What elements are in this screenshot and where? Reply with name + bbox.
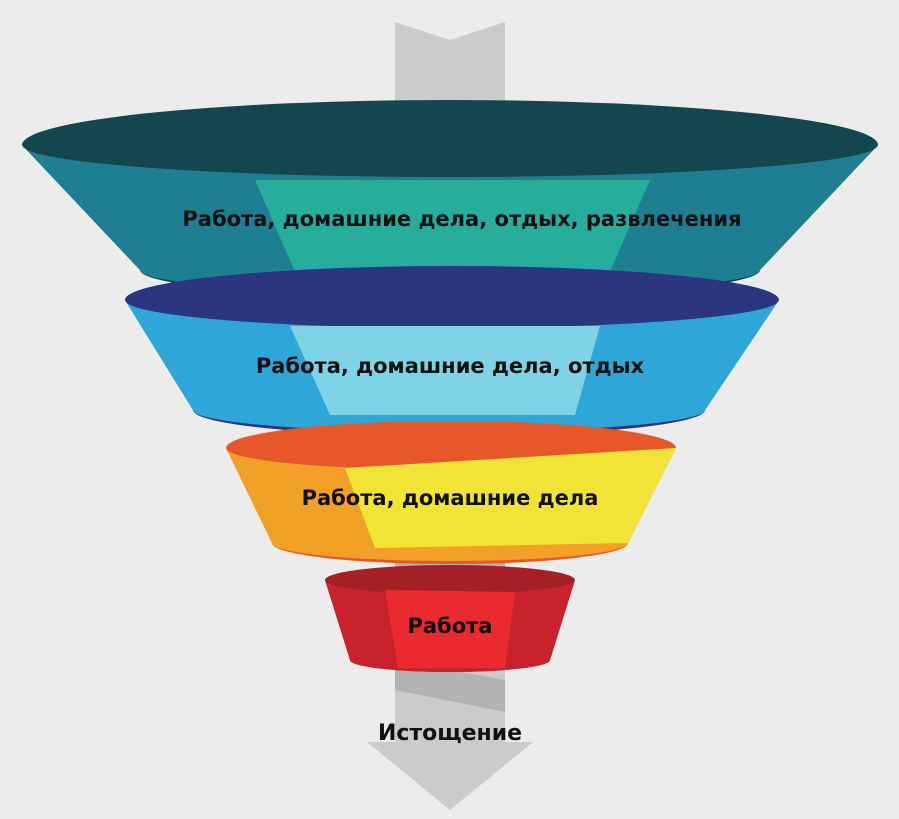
- exhaustion-label: Истощение: [378, 721, 522, 746]
- level-1-label: Работа, домашние дела, отдых, развлечени…: [182, 207, 741, 231]
- level-4-label: Работа: [408, 614, 493, 638]
- funnel-level-3: Работа, домашние дела: [226, 421, 676, 564]
- funnel-level-4: Работа: [325, 565, 575, 672]
- funnel-level-2: Работа, домашние дела, отдых: [125, 266, 779, 436]
- level-2-label: Работа, домашние дела, отдых: [256, 354, 645, 378]
- level-3-label: Работа, домашние дела: [302, 486, 599, 510]
